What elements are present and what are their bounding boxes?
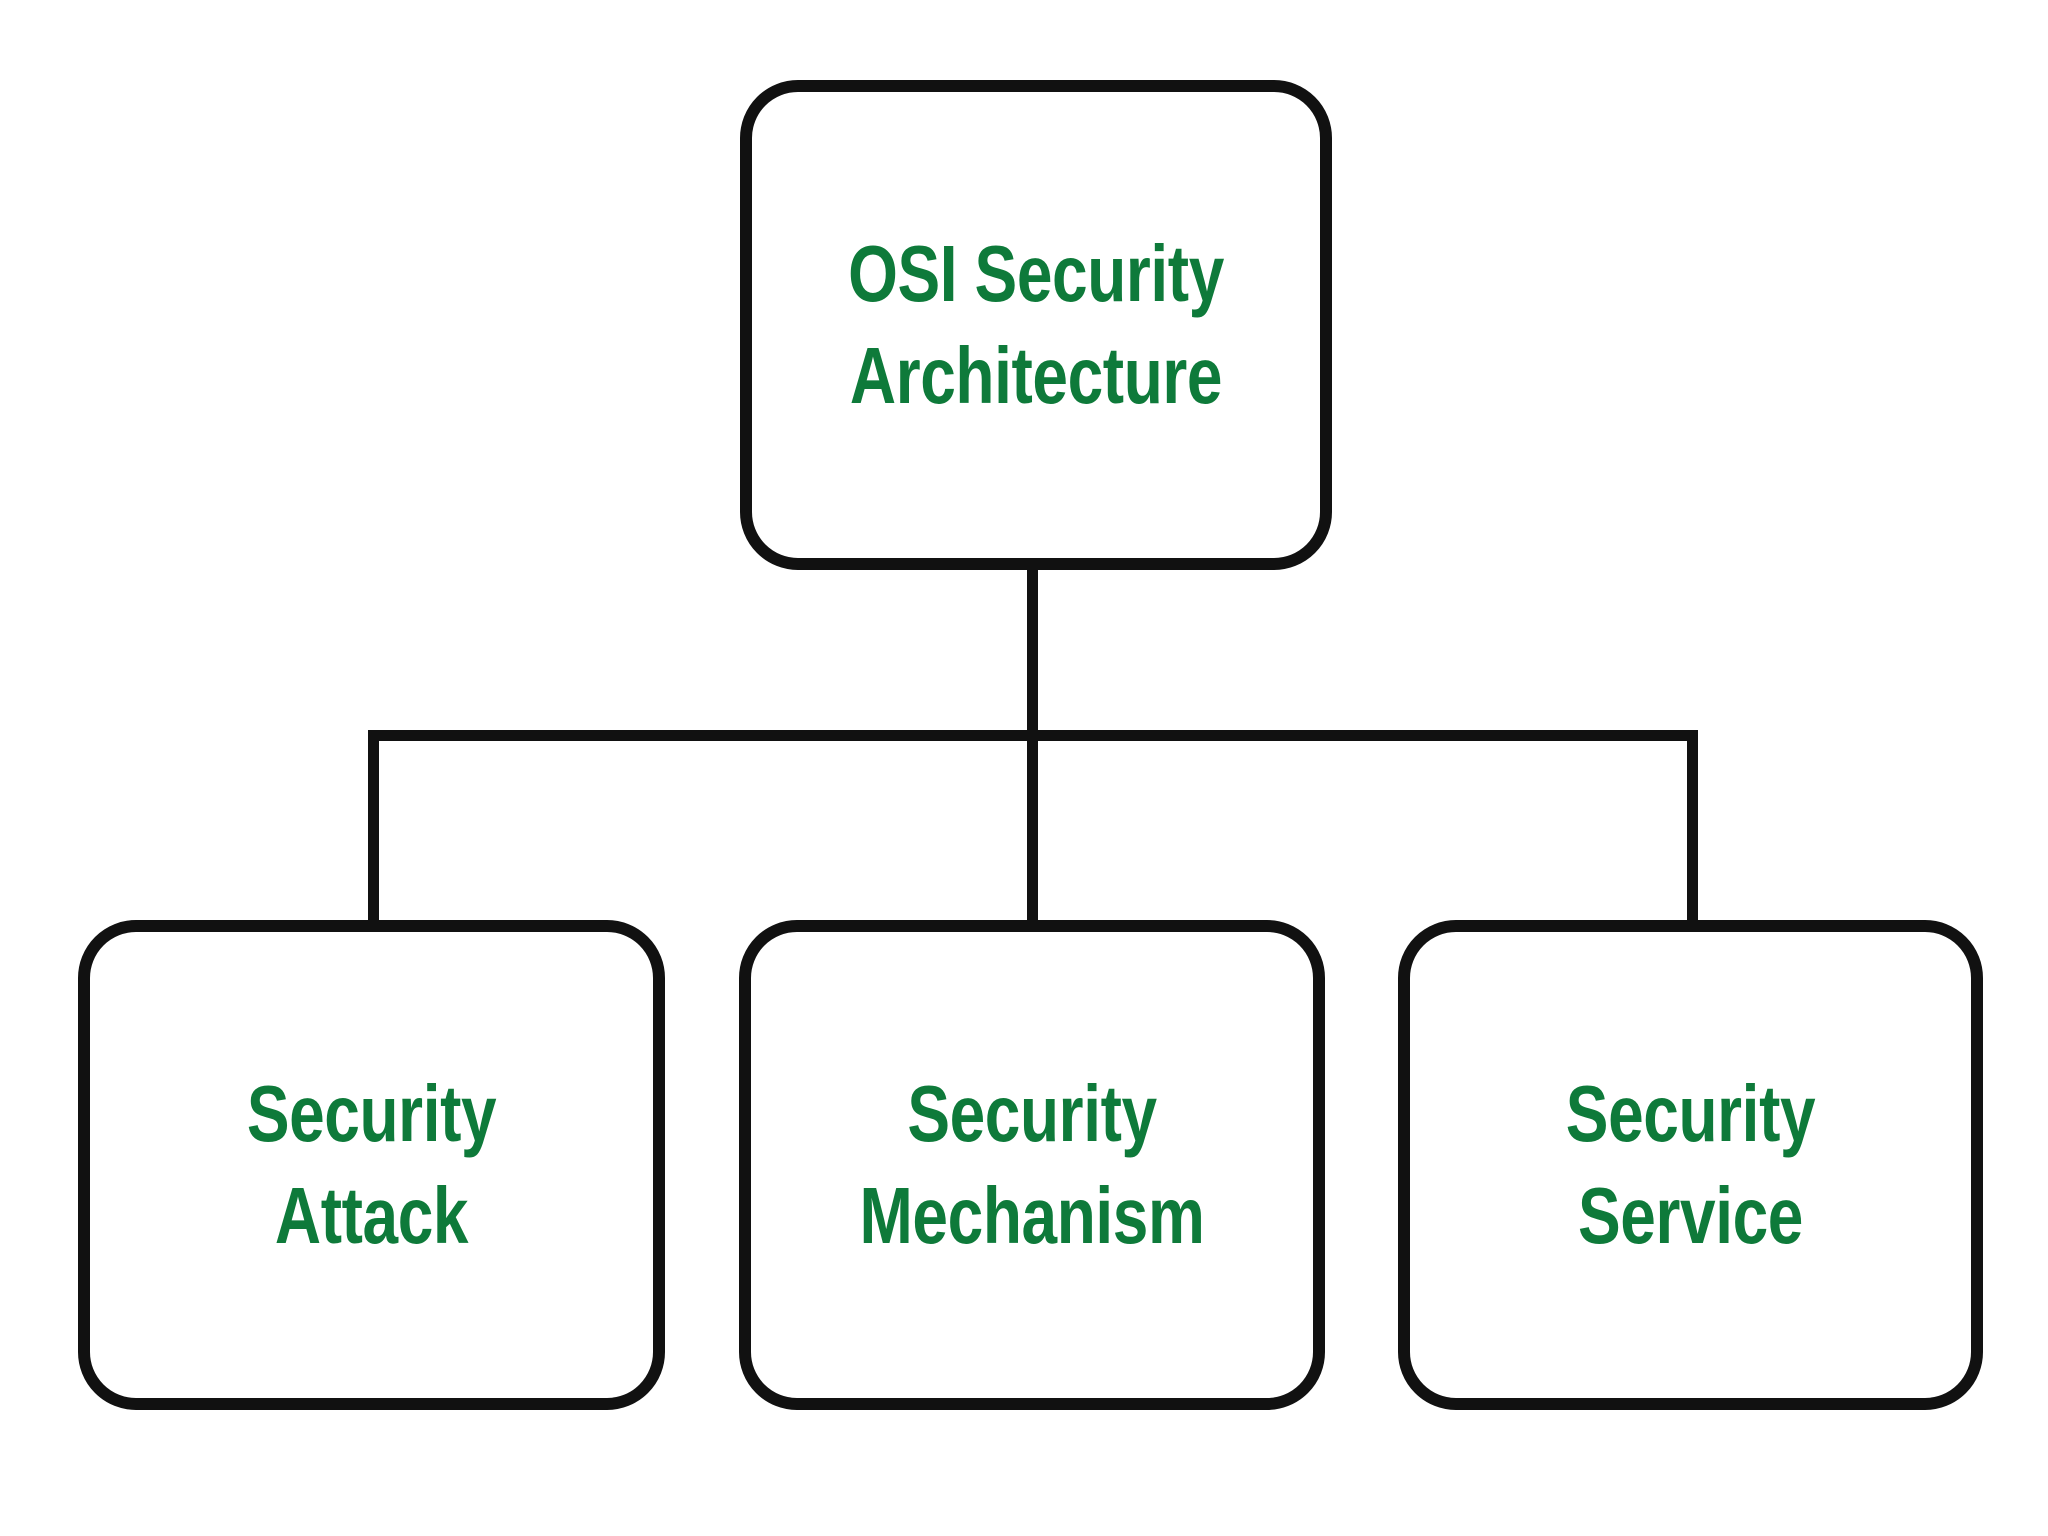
node-label-security-attack: Security Attack xyxy=(246,1068,497,1260)
node-label-security-mechanism: Security Mechanism xyxy=(859,1068,1205,1260)
edge-bus-to-security-mechanism xyxy=(1027,730,1038,926)
node-label-osi-security-architecture: OSI Security Architecture xyxy=(848,228,1224,420)
edge-root-to-bus xyxy=(1027,566,1038,741)
node-security-service[interactable]: Security Service xyxy=(1398,920,1983,1410)
node-security-attack[interactable]: Security Attack xyxy=(78,920,665,1410)
node-security-mechanism[interactable]: Security Mechanism xyxy=(739,920,1325,1410)
node-osi-security-architecture[interactable]: OSI Security Architecture xyxy=(740,80,1332,570)
edge-bus-to-security-service xyxy=(1687,730,1698,926)
edge-bus-to-security-attack xyxy=(368,730,379,926)
node-label-security-service: Security Service xyxy=(1565,1068,1816,1260)
